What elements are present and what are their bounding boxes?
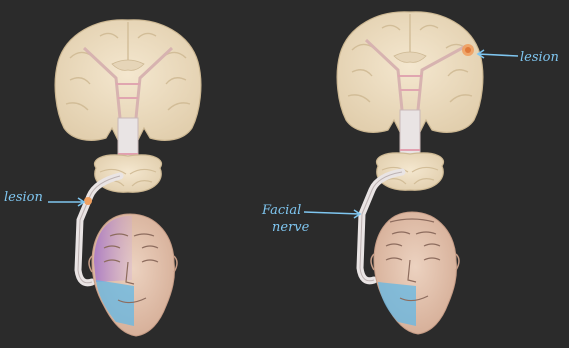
facial-nerve-label-line1: Facial (261, 203, 301, 218)
left-lesion-arrow (48, 198, 84, 206)
facial-nerve-lesion (84, 197, 92, 205)
right-face (371, 212, 459, 334)
facial-nerve-label-line2: nerve (272, 220, 310, 235)
left-face (89, 214, 177, 336)
right-lesion-arrow (478, 50, 518, 58)
left-lesion-label: lesion (4, 190, 43, 205)
right-cerebellum (376, 153, 443, 190)
right-panel: lesion Facial nerve (261, 12, 559, 334)
facial-nerve-arrow (304, 210, 360, 218)
right-paralysis-lower (378, 282, 416, 326)
right-lesion-label: lesion (520, 50, 559, 65)
left-paralysis-upper (94, 216, 132, 282)
left-panel: lesion (4, 20, 201, 336)
left-cerebellum (94, 155, 161, 192)
